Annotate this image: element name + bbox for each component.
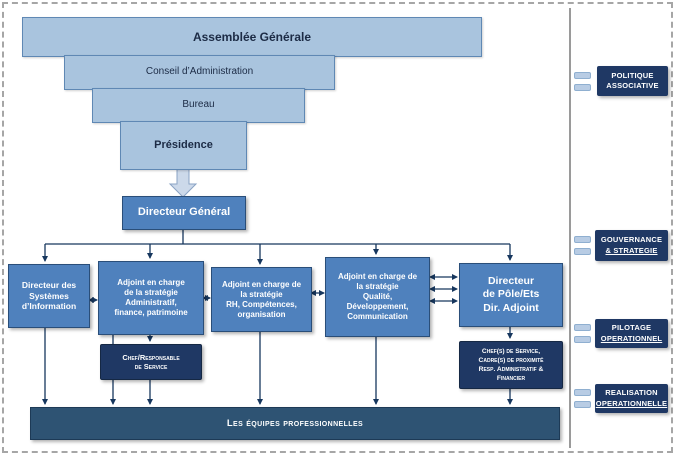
bracket-bar	[573, 389, 591, 396]
rail-label-line: ASSOCIATIVE	[606, 81, 659, 90]
funnel-presidence: Présidence	[120, 121, 247, 170]
division-rh-competences: Adjoint en charge de la stratégie RH, Co…	[211, 267, 312, 332]
rail-label-line: & STRATEGIE	[605, 245, 658, 255]
rail-label-line: PILOTAGE	[611, 323, 652, 332]
division-systemes-information: Directeur des Systèmes d’Information	[8, 264, 90, 328]
bracket-bar	[573, 236, 591, 243]
bracket-bar	[573, 324, 591, 331]
divider-line	[569, 8, 571, 448]
rail-label-line: OPERATIONNEL	[600, 333, 663, 343]
equipes-professionnelles-bar: Les équipes professionnelles	[30, 407, 560, 440]
rail-label-politique-associative: POLITIQUE ASSOCIATIVE	[597, 66, 668, 96]
rail-label-realisation-operationnelle: REALISATION OPERATIONNELLE	[595, 384, 668, 413]
funnel-conseil-administration: Conseil d’Administration	[64, 55, 335, 90]
rail-label-line: OPERATIONNELLE	[595, 398, 668, 408]
bracket-icon	[573, 66, 591, 96]
funnel-bureau: Bureau	[92, 88, 305, 123]
rail-label-line: REALISATION	[605, 388, 658, 397]
rail-label-line: POLITIQUE	[611, 70, 654, 80]
bracket-bar	[573, 83, 591, 91]
directeur-general-box: Directeur Général	[122, 196, 246, 230]
division-qualite-developpement: Adjoint en charge de la stratégie Qualit…	[325, 257, 430, 337]
chef-responsable-service-box: Chef/Responsable de Service	[100, 344, 202, 380]
bracket-bar	[573, 336, 591, 343]
division-directeur-pole: Directeur de Pôle/Ets Dir. Adjoint	[459, 263, 563, 327]
bracket-bar	[573, 401, 591, 408]
chefs-service-cadres-box: Chef(s) de Service, Cadre(s) de proximit…	[459, 341, 563, 389]
bracket-icon	[573, 384, 591, 413]
bracket-icon	[573, 230, 591, 261]
division-administratif-finance: Adjoint en charge de la stratégie Admini…	[98, 261, 204, 335]
rail-label-pilotage-operationnel: PILOTAGE OPERATIONNEL	[595, 319, 668, 348]
funnel-assemblee-generale: Assemblée Générale	[22, 17, 482, 57]
bracket-bar	[573, 248, 591, 255]
rail-label-line: GOUVERNANCE	[600, 235, 663, 244]
bracket-icon	[573, 319, 591, 348]
rail-label-gouvernance-strategie: GOUVERNANCE & STRATEGIE	[595, 230, 668, 261]
down-block-arrow	[168, 167, 198, 198]
bracket-bar	[573, 71, 591, 79]
